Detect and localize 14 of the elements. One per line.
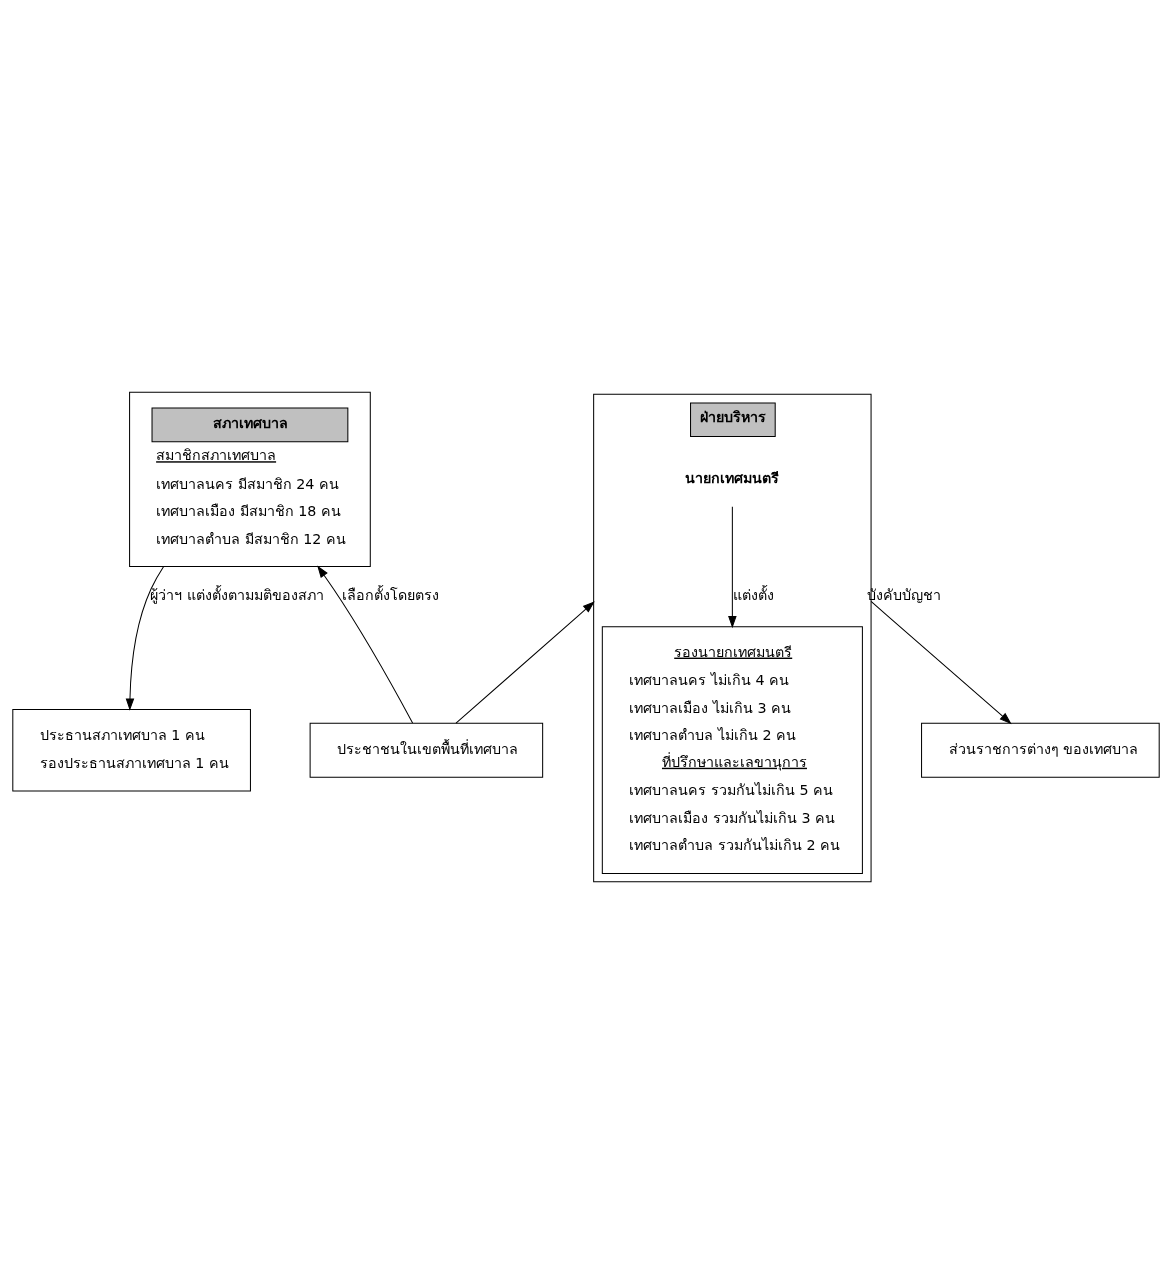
arrow <box>125 565 164 711</box>
arrow <box>728 505 737 628</box>
arrow <box>317 565 414 724</box>
node-box: รองนายกเทศมนตรี เทศบาลนคร ไม่เกิน 4 คน เทศบาลเมือง ไม่เกิน 3 คน เทศบาลตำบล ไม่เกิน 2 คน ที่ปรึกษาและเลขานุการ เทศบาลนคร รวมกันไม่เกิน 5 คน เทศบาลเมือง รวมกันไม่เกิน 3 คน เทศบาลตำบล รวมกันไม่เกิน 2 คน <box>601 625 863 874</box>
node-box: สภาเทศบาล สมาชิกสภาเทศบาล เทศบาลนคร มีสมาชิก 24 คน เทศบาลเมือง มีสมาชิก 18 คน เทศบาลตำบล มีสมาชิก 12 คน <box>129 391 371 567</box>
edge-label: ผู้ว่าฯ แต่งตั้งตามมติของสภา <box>150 586 324 603</box>
node-box: ประชาชนในเขตพื้นที่เทศบาล <box>309 722 544 778</box>
node-text: นายกเทศมนตรี <box>685 469 780 486</box>
edge-label: เลือกตั้งโดยตรง <box>342 586 440 603</box>
node-box: ส่วนราชการต่างๆ ของเทศบาล <box>921 722 1160 778</box>
arrow <box>455 600 595 724</box>
arrow <box>870 600 1012 724</box>
edge-label: แต่งตั้ง <box>732 586 774 603</box>
node-box: ประธานสภาเทศบาล 1 คน รองประธานสภาเทศบาล 1 คน <box>12 708 251 791</box>
